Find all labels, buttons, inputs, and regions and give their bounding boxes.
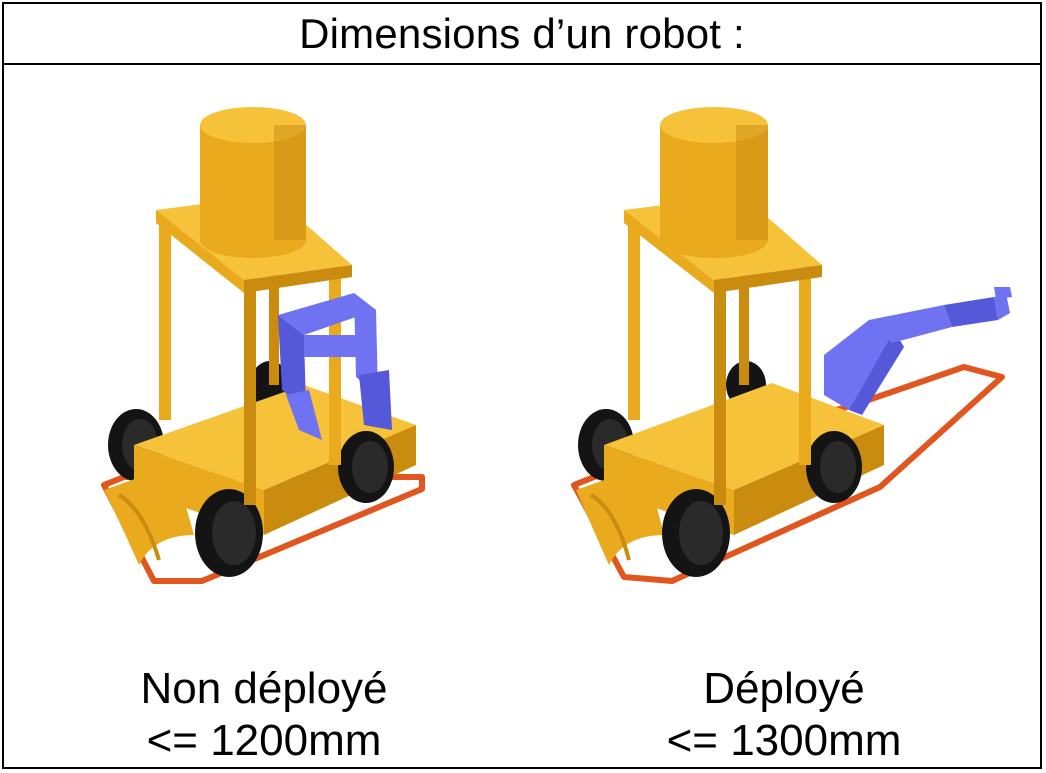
title-bar: Dimensions d’un robot : bbox=[4, 4, 1040, 65]
robot-arm-extended bbox=[824, 287, 1012, 415]
scoop bbox=[104, 465, 194, 565]
robot-non-deployed-illustration bbox=[101, 107, 425, 584]
pillar-front-left bbox=[244, 275, 256, 505]
chassis-top bbox=[134, 385, 416, 490]
pillar-back-right bbox=[269, 215, 279, 385]
pillar-front-right bbox=[329, 265, 341, 465]
size-limit-deployed: <= 1300mm bbox=[666, 716, 902, 765]
pillar-back-left bbox=[159, 210, 171, 420]
state-label-non-deployed: Non déployé bbox=[140, 664, 388, 713]
diagram-title: Dimensions d’un robot : bbox=[299, 9, 745, 57]
pillar-front-right bbox=[799, 265, 811, 465]
pillar-back-right bbox=[739, 215, 749, 385]
pillar-front-left bbox=[714, 275, 726, 505]
panel-non-deployed: Non déployé <= 1200mm bbox=[4, 65, 524, 769]
size-limit-non-deployed: <= 1200mm bbox=[146, 716, 382, 765]
robot-arm-folded bbox=[278, 293, 392, 440]
pillar-back-left bbox=[628, 210, 640, 420]
chassis-top bbox=[604, 383, 884, 490]
scoop bbox=[576, 465, 664, 565]
panel-deployed: Déployé <= 1300mm bbox=[524, 65, 1044, 769]
state-label-deployed: Déployé bbox=[703, 664, 865, 713]
robot-deployed-illustration bbox=[571, 107, 1012, 584]
